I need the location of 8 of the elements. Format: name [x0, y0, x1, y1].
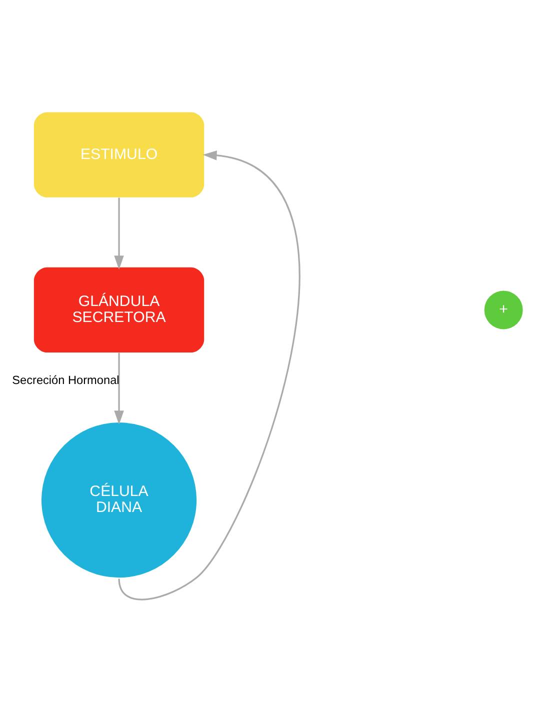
node-box: ESTIMULO: [34, 112, 204, 197]
arrow: [118, 150, 300, 600]
node-box: GLÁNDULA SECRETORA: [34, 266, 204, 352]
node-circle: +: [484, 290, 523, 329]
edge-label: Secreción Hormonal: [12, 372, 120, 386]
arrow: [114, 352, 124, 424]
node-circle: CÉLULA DIANA: [41, 422, 197, 578]
arrow: [114, 197, 124, 270]
